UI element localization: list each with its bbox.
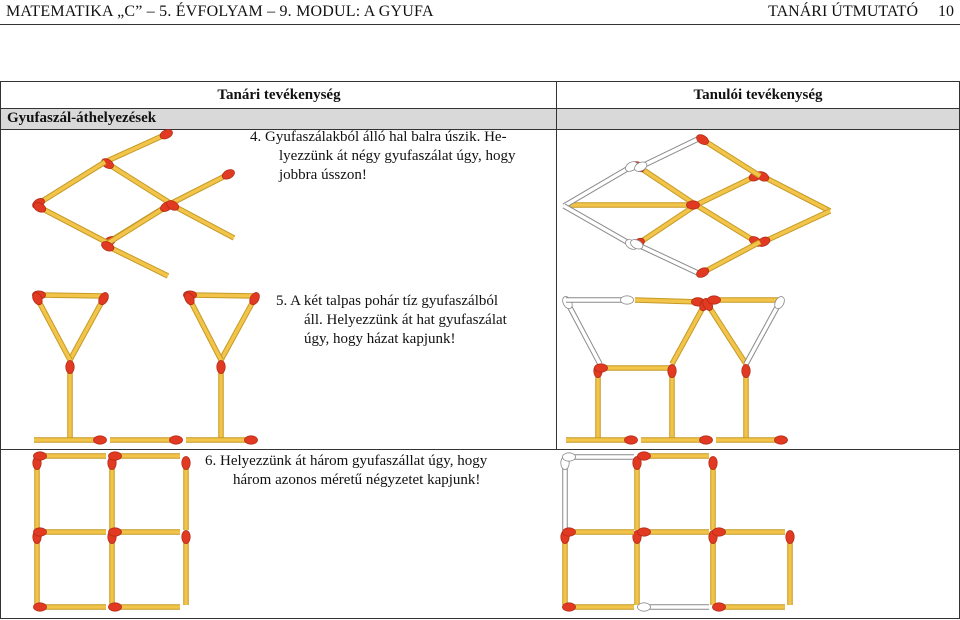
col-header-teacher: Tanári tevékenység — [217, 87, 341, 103]
matchstick-icon — [32, 159, 107, 209]
task-5-line: 5. A két talpas pohár tíz gyufaszálból — [276, 293, 499, 309]
ghost-matchstick-icon — [630, 239, 702, 277]
matchstick-icon — [33, 451, 106, 461]
matchstick-icon — [67, 292, 109, 362]
header-title: MATEMATIKA „C” – 5. ÉVFOLYAM – 9. MODUL:… — [6, 3, 434, 20]
divider — [1, 129, 959, 130]
matchstick-icon — [594, 363, 672, 373]
matchstick-icon — [667, 364, 677, 440]
matchstick-icon — [184, 292, 224, 362]
matchstick-icon — [101, 241, 170, 279]
section-title: Gyufaszál-áthelyezések — [7, 110, 157, 126]
matchstick-icon — [757, 208, 832, 247]
ghost-matchstick-icon — [562, 161, 638, 209]
matchstick-icon — [632, 456, 642, 530]
matchstick-icon — [32, 292, 73, 362]
matchstick-icon — [181, 456, 191, 530]
matchstick-icon — [637, 527, 709, 537]
matchstick-icon — [33, 527, 106, 537]
matchstick-icon — [32, 530, 42, 605]
ghost-matchstick-icon — [637, 602, 709, 612]
ghost-matchstick-icon — [562, 296, 603, 366]
matchstick-icon — [560, 530, 570, 605]
divider — [556, 82, 557, 449]
divider — [1, 108, 959, 109]
matchstick-icon — [108, 602, 180, 612]
matchstick-icon — [566, 200, 700, 210]
ghost-matchstick-icon — [562, 203, 638, 250]
matchstick-icon — [637, 451, 709, 461]
matchstick-icon — [218, 292, 260, 362]
matchstick-icon — [702, 298, 749, 366]
task-4-line: lyezzünk át négy gyufaszálat úgy, hogy — [279, 148, 516, 164]
matchstick-icon — [107, 530, 117, 605]
divider — [1, 449, 959, 450]
task-6-line: három azonos méretű négyzetet kapjunk! — [233, 472, 481, 488]
matchstick-icon — [716, 435, 788, 445]
task-5-line: áll. Helyezzünk át hat gyufaszálat — [304, 312, 507, 328]
matchstick-icon — [785, 530, 795, 605]
section-band — [1, 108, 959, 129]
matchstick-icon — [741, 364, 751, 440]
matchstick-icon — [708, 530, 718, 605]
matchstick-icon — [103, 129, 173, 165]
ghost-matchstick-icon — [634, 135, 702, 172]
ghost-matchstick-icon — [566, 295, 634, 305]
matchstick-icon — [186, 435, 258, 445]
matchstick-icon — [632, 530, 642, 605]
matchstick-icon — [33, 202, 110, 246]
task-6-text: 6. Helyezzünk át három gyufaszállat úgy,… — [205, 452, 487, 490]
matchstick-icon — [696, 134, 762, 179]
task-5-text: 5. A két talpas pohár tíz gyufaszálból á… — [276, 292, 507, 349]
col-header-student: Tanulói tevékenység — [693, 87, 823, 103]
matchstick-icon — [694, 202, 762, 247]
matchstick-icon — [181, 530, 191, 605]
matchstick-icon — [108, 451, 180, 461]
matchstick-icon — [103, 201, 173, 248]
activity-table: Tanári tevékenység Tanulói tevékenység G… — [0, 81, 960, 619]
task-6-line: 6. Helyezzünk át három gyufaszállat úgy,… — [205, 453, 488, 469]
matchstick-icon — [562, 527, 634, 537]
matchstick-icon — [641, 435, 713, 445]
matchstick-icon — [756, 171, 832, 214]
matchstick-icon — [183, 290, 257, 300]
matchstick-icon — [712, 527, 785, 537]
matchstick-icon — [712, 602, 785, 612]
task-4-text: 4. Gyufaszálakból álló hal balra úszik. … — [250, 128, 515, 185]
header-page-info: TANÁRI ÚTMUTATÓ 10 — [768, 3, 954, 20]
page-header: MATEMATIKA „C” – 5. ÉVFOLYAM – 9. MODUL:… — [0, 0, 960, 25]
matchstick-icon — [110, 435, 183, 445]
ghost-matchstick-icon — [560, 456, 570, 530]
matchstick-icon — [562, 602, 634, 612]
matchstick-icon — [168, 169, 235, 207]
matchstick-icon — [65, 360, 75, 440]
matchstick-icon — [107, 456, 117, 530]
matchstick-icon — [707, 295, 780, 305]
task-4-line: jobbra ússzon! — [279, 167, 367, 183]
ghost-matchstick-icon — [743, 296, 785, 366]
matchstick-icon — [34, 435, 107, 445]
matchstick-icon — [694, 171, 762, 208]
matchstick-icon — [32, 290, 106, 300]
matchstick-icon — [101, 158, 172, 206]
matchstick-icon — [634, 297, 705, 307]
matchstick-icon — [593, 364, 603, 440]
matchstick-icon — [696, 239, 762, 278]
task-4-line: 4. Gyufaszálakból álló hal balra úszik. … — [250, 129, 507, 145]
matchstick-icon — [216, 360, 226, 440]
matchstick-icon — [108, 527, 180, 537]
ghost-matchstick-icon — [562, 452, 634, 462]
task-5-line: úgy, hogy házat kapjunk! — [304, 331, 456, 347]
matchstick-icon — [32, 456, 42, 530]
matchstick-icon — [166, 200, 236, 241]
matchstick-icon — [708, 456, 718, 530]
matchstick-icon — [33, 602, 106, 612]
matchstick-icon — [566, 435, 638, 445]
